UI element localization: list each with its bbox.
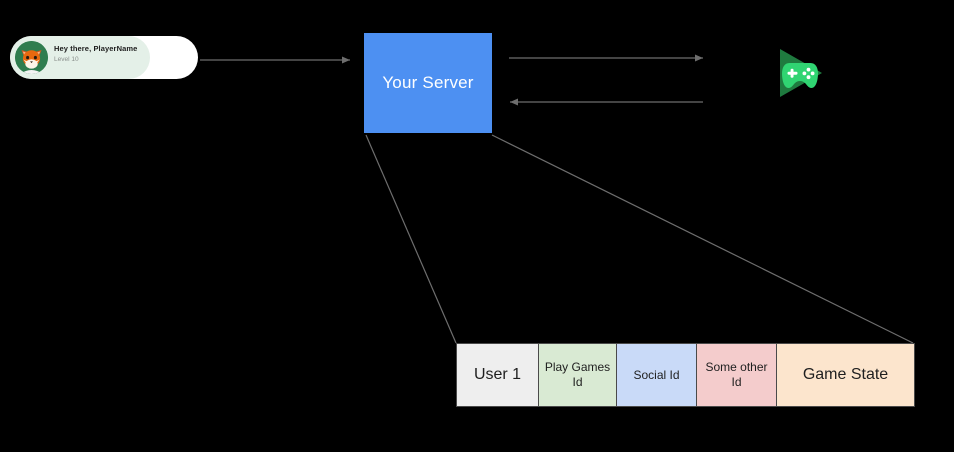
table-cell: Some other Id	[697, 344, 777, 406]
player-greeting-card[interactable]: Hey there, PlayerName Level 10	[10, 36, 198, 79]
player-text-block: Hey there, PlayerName Level 10	[54, 44, 138, 63]
table-cell: Game State	[777, 344, 914, 406]
table-cell: Play Games Id	[539, 344, 617, 406]
google-play-games-icon[interactable]	[771, 44, 829, 102]
server-to-table-right-line	[491, 134, 914, 344]
table-cell: User 1	[457, 344, 539, 406]
your-server-label: Your Server	[382, 73, 474, 92]
player-greeting-text: Hey there, PlayerName	[54, 44, 138, 53]
table-cell: Social Id	[617, 344, 697, 406]
player-level-text: Level 10	[54, 55, 79, 63]
your-server-node[interactable]: Your Server	[364, 33, 492, 133]
server-to-table-left-line	[365, 134, 457, 344]
fox-avatar-icon	[15, 41, 48, 74]
